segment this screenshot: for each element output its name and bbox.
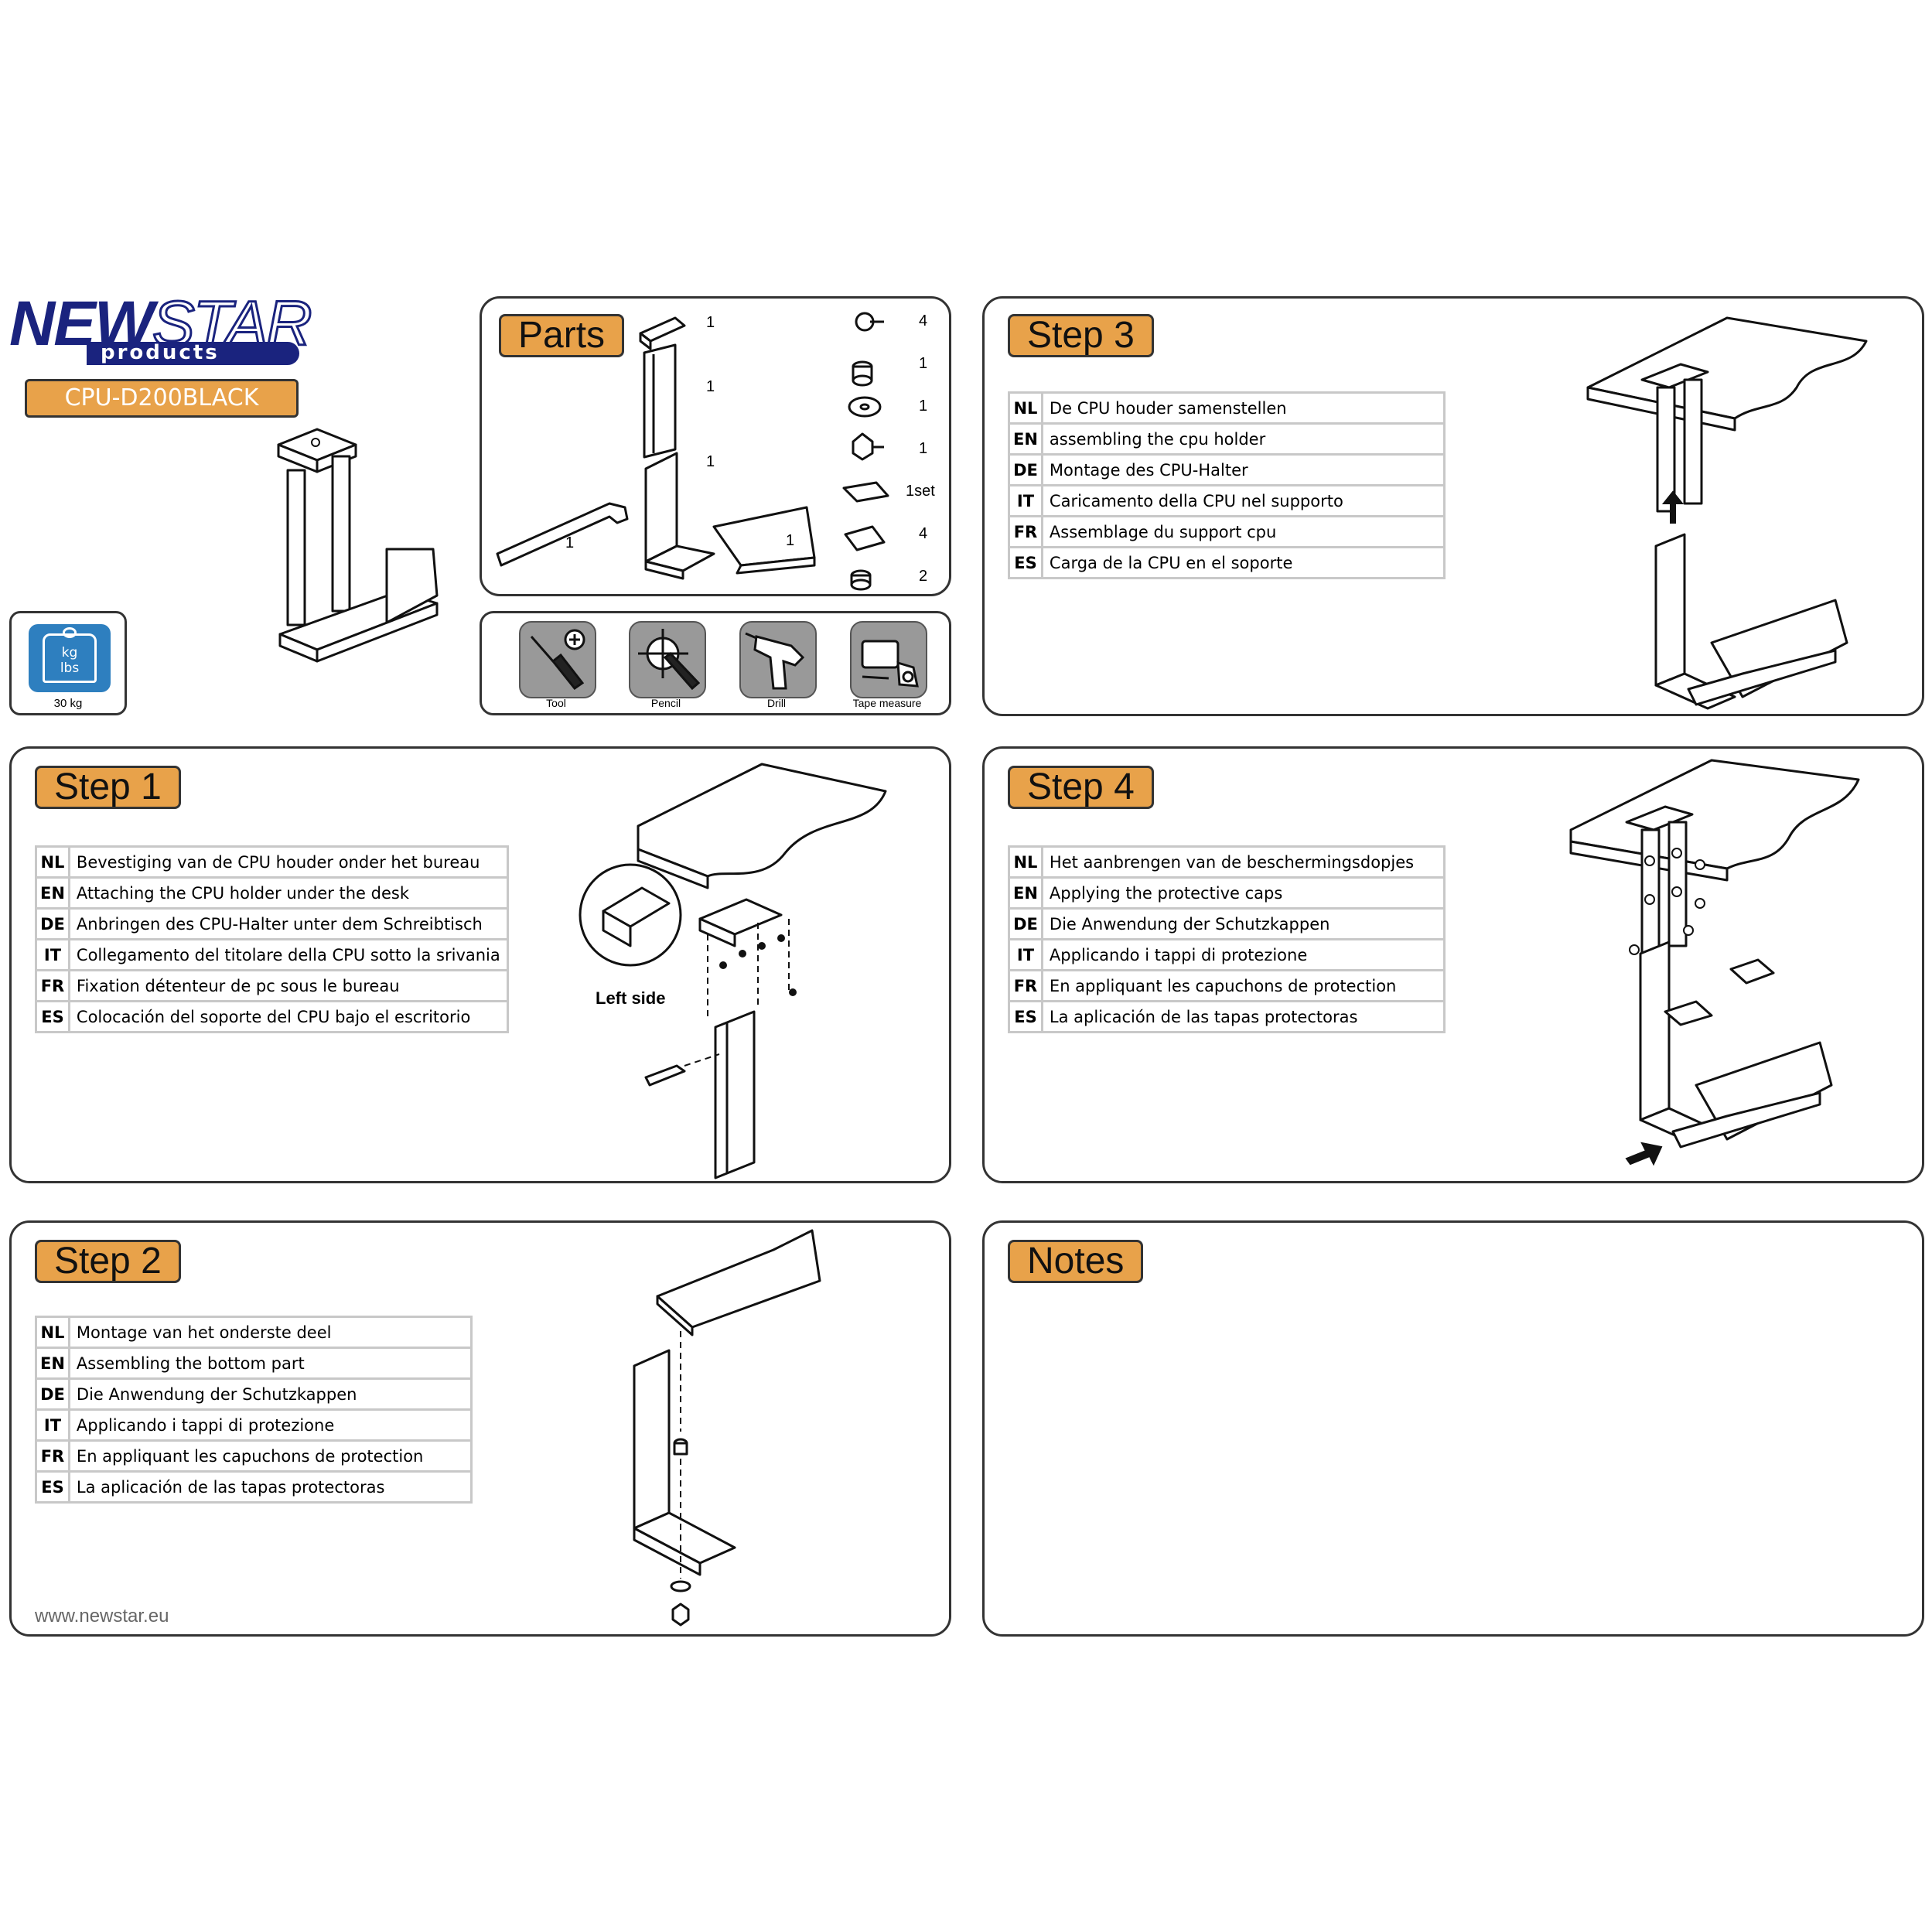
parts-title: Parts (499, 314, 625, 357)
tool-label-pencil: Pencil (650, 697, 681, 709)
model-badge: CPU-D200BLACK (25, 379, 299, 418)
screwdriver-icon (530, 629, 585, 691)
brand-sub-bar (87, 342, 299, 365)
spacer-icon (852, 360, 873, 387)
weight-capacity-label: 30 kg (53, 697, 83, 710)
parts-qty-side-holder: 1 (786, 532, 795, 549)
tool-pencil (629, 621, 706, 698)
weight-unit-lbs: lbs (60, 660, 80, 676)
up-arrow-icon (1661, 490, 1685, 524)
weight-unit-kg: kg (61, 645, 78, 660)
website-url[interactable]: www.newstar.eu (35, 1606, 169, 1626)
step1-illustration (579, 763, 887, 1179)
knob-bolt-icon (852, 432, 884, 461)
tool-label-tool: Tool (546, 697, 566, 709)
parts-qty-lower-frame: 1 (706, 453, 715, 470)
tool-drill (739, 621, 817, 698)
parts-qty-pad-strip: 1set (906, 483, 935, 500)
tape-measure-icon (861, 640, 919, 688)
tool-label-tape-measure: Tape measure (852, 697, 922, 709)
parts-qty-allen-key: 1 (565, 534, 575, 551)
parts-qty-upper-rail: 1 (706, 378, 715, 395)
step1-title: Step 1 (35, 766, 181, 809)
drill-icon (745, 632, 805, 690)
product-overview-illustration (277, 428, 439, 663)
lower-frame-icon (644, 452, 715, 580)
step4-illustration (1569, 759, 1860, 1166)
brand-sub: products (101, 341, 220, 364)
notes-title: Notes (1008, 1240, 1144, 1283)
step2-title: Step 2 (35, 1240, 181, 1283)
protective-cap-icon (844, 525, 886, 551)
step3-title: Step 3 (1008, 314, 1154, 357)
screw-icon (855, 312, 884, 332)
weight-capacity-panel: kg lbs 30 kg (9, 611, 127, 715)
insert-arrow-icon (1625, 1142, 1663, 1166)
step2-illustration (633, 1229, 821, 1626)
cap-nut-icon (850, 569, 872, 591)
pencil-icon (638, 629, 701, 691)
step4-title: Step 4 (1008, 766, 1154, 809)
model-number: CPU-D200BLACK (64, 384, 259, 411)
parts-qty-knob-bolt: 1 (919, 440, 928, 457)
left-side-callout: Left side (596, 988, 666, 1008)
weight-icon: kg lbs (29, 624, 111, 692)
parts-qty-top-bracket: 1 (706, 314, 715, 331)
tool-label-drill: Drill (766, 697, 787, 709)
tool-screwdriver (519, 621, 596, 698)
top-bracket-icon (639, 316, 686, 350)
parts-qty-cap-nut: 2 (919, 568, 928, 585)
parts-qty-screw: 4 (919, 312, 928, 329)
parts-qty-washer: 1 (919, 398, 928, 415)
allen-key-icon (496, 502, 629, 567)
tools-panel: Tool Pencil Drill Tape measure (480, 611, 951, 715)
notes-panel: Notes (982, 1220, 1924, 1637)
side-holder-icon (712, 506, 816, 575)
upper-rail-icon (643, 343, 677, 459)
parts-qty-protective-cap: 4 (919, 525, 928, 542)
parts-panel: Parts (480, 296, 951, 596)
parts-qty-spacer: 1 (919, 355, 928, 372)
washer-icon (848, 396, 882, 418)
brand-logo: NEW STAR products (9, 291, 319, 370)
step3-illustration (1586, 316, 1868, 710)
tool-tape-measure (850, 621, 927, 698)
parts-illustration (496, 312, 889, 591)
pad-strip-icon (842, 481, 889, 503)
